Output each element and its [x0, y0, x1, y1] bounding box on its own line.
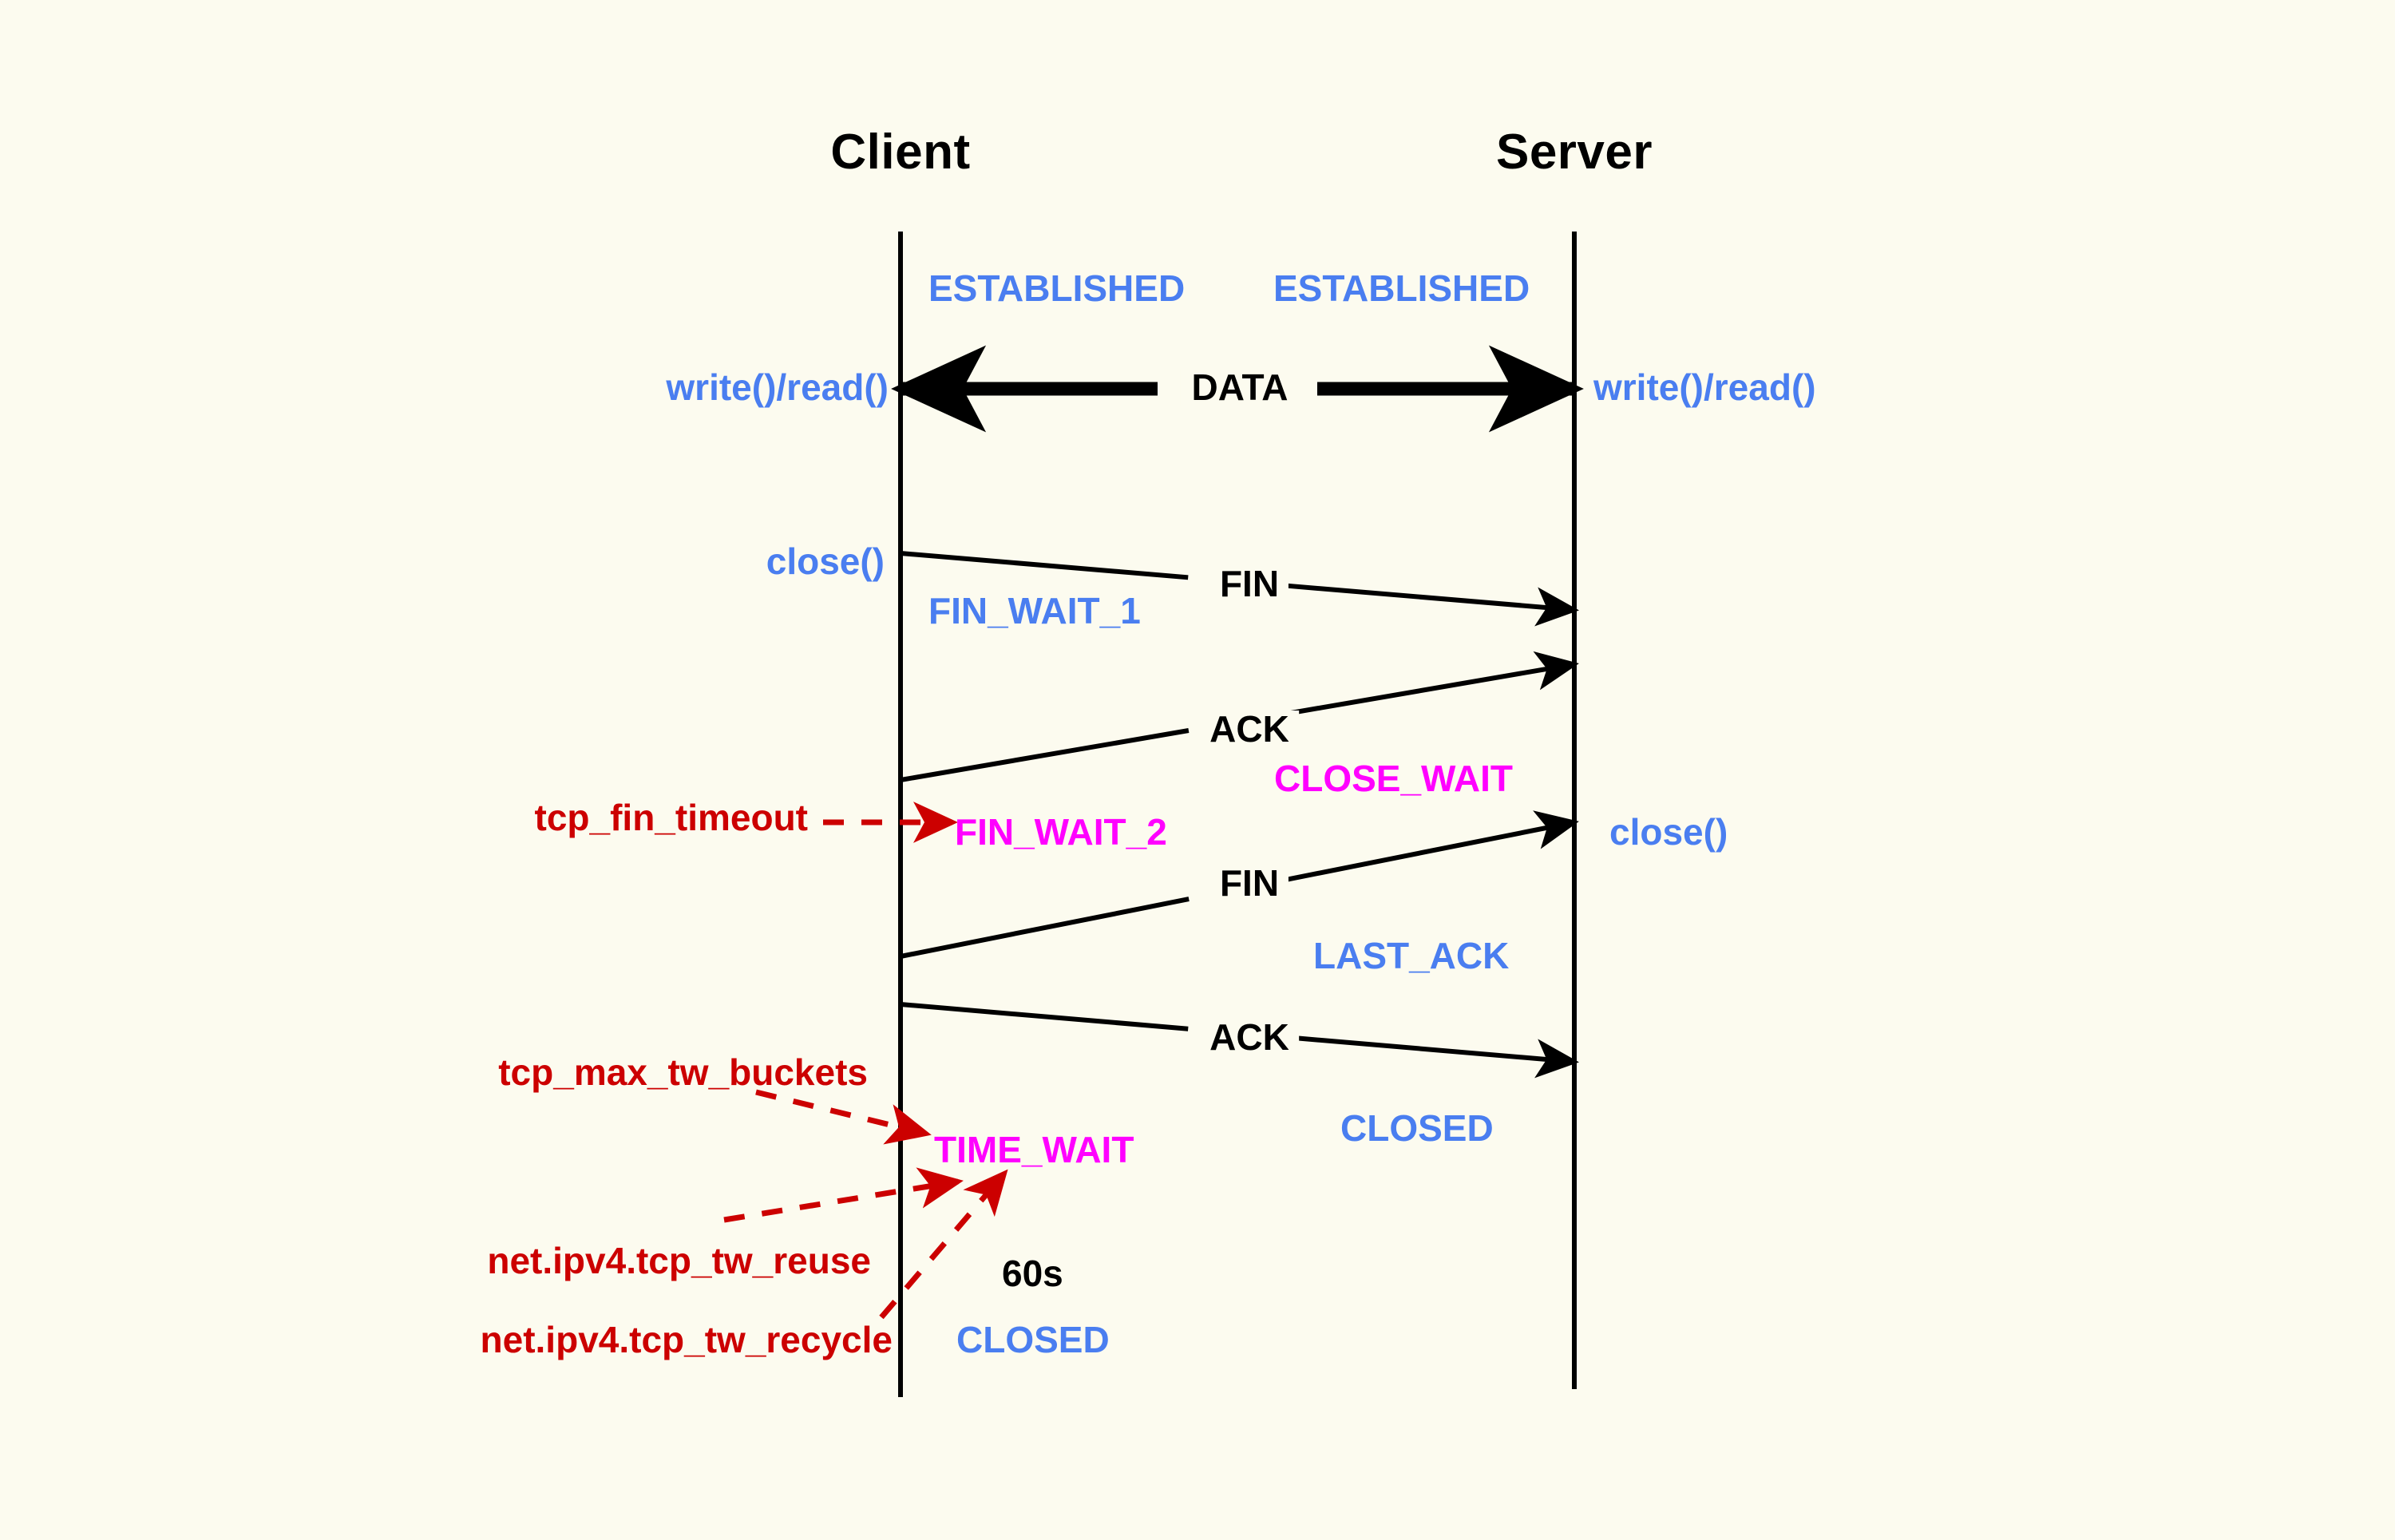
actor-label-client: Client [830, 125, 971, 180]
sysctl-label-tcp-max-tw-buckets: tcp_max_tw_buckets [498, 1051, 868, 1093]
message-label-fin-2: FIN [1209, 865, 1289, 901]
state-client-time-wait: TIME_WAIT [934, 1129, 1134, 1170]
api-call-client-close: close() [766, 540, 885, 582]
state-server-last-ack: LAST_ACK [1313, 935, 1510, 976]
sysctl-label-net-ipv4-tcp-tw-reuse: net.ipv4.tcp_tw_reuse [487, 1240, 871, 1281]
sysctl-arrow-tcp-max-tw-buckets [755, 1089, 932, 1145]
message-label-ack-1: ACK [1200, 711, 1299, 747]
api-call-server-write-read: write()/read() [1593, 366, 1816, 408]
state-server-closed: CLOSED [1340, 1107, 1494, 1149]
api-call-client-write-read: write()/read() [666, 366, 889, 408]
message-line-fin-1-b [1286, 583, 1579, 627]
message-line-fin-1-a [900, 551, 1189, 580]
message-label-data: DATA [1180, 369, 1300, 406]
message-line-ack-2-a [900, 1002, 1189, 1031]
timer-label-time-wait-duration: 60s [1002, 1253, 1063, 1294]
message-label-ack-2: ACK [1200, 1019, 1299, 1055]
state-client-closed: CLOSED [956, 1319, 1110, 1360]
sysctl-arrows-group [723, 802, 1008, 1320]
sysctl-label-net-ipv4-tcp-tw-recycle: net.ipv4.tcp_tw_recycle [480, 1319, 893, 1360]
sysctl-arrow-net-ipv4-tcp-tw-reuse [723, 1167, 964, 1223]
message-arrows-group [891, 345, 1584, 1079]
message-line-ack-2-b [1286, 1035, 1579, 1079]
api-call-server-close: close() [1609, 811, 1728, 853]
message-label-fin-1: FIN [1209, 565, 1289, 602]
state-server-established: ESTABLISHED [1273, 267, 1530, 309]
sysctl-label-tcp-fin-timeout: tcp_fin_timeout [534, 797, 808, 838]
message-line-fin-2-a [1285, 810, 1579, 882]
message-line-ack-1-b [900, 728, 1190, 782]
state-server-close-wait: CLOSE_WAIT [1274, 758, 1514, 799]
state-client-established: ESTABLISHED [928, 267, 1186, 309]
actor-label-server: Server [1495, 125, 1653, 180]
state-client-fin-wait-2: FIN_WAIT_2 [955, 811, 1167, 853]
message-line-fin-2-b [900, 897, 1190, 959]
message-line-ack-1-a [1285, 651, 1579, 716]
state-client-fin-wait-1: FIN_WAIT_1 [928, 590, 1141, 631]
sysctl-arrow-net-ipv4-tcp-tw-recycle [879, 1169, 1008, 1320]
